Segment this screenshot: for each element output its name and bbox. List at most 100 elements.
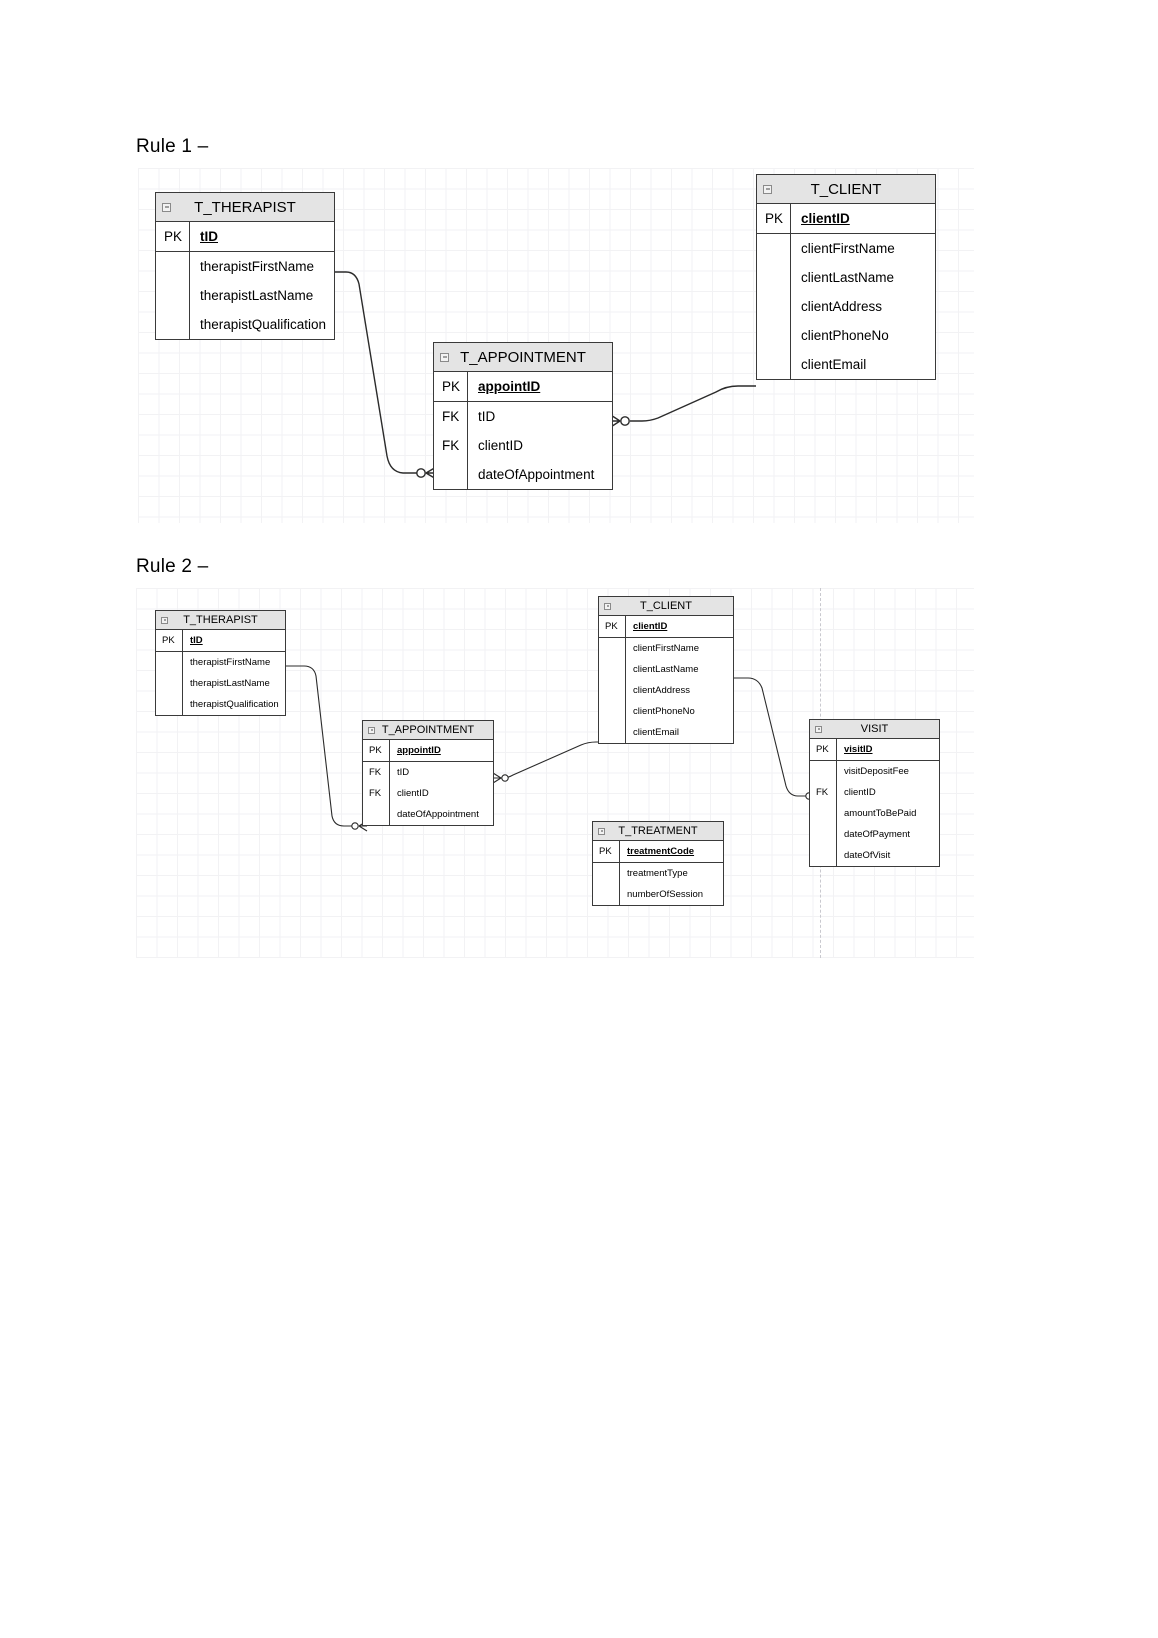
attribute-row[interactable]: therapistQualification [156,694,285,715]
column-divider [389,783,390,804]
column-divider [836,782,837,803]
entity-title-bar[interactable]: T_THERAPIST [156,193,334,222]
minus-box-icon[interactable] [368,726,375,734]
attribute-row[interactable]: clientFirstName [757,234,935,263]
attribute-row[interactable]: therapistFirstName [156,652,285,673]
entity-t-client-rule-1[interactable]: T_CLIENT PK clientID clientFirstName [756,174,936,380]
attribute-name-label: clientAddress [801,299,883,314]
minus-box-icon[interactable] [604,602,611,610]
column-divider [619,884,620,905]
entity-t-appointment-rule-2[interactable]: T_APPOINTMENT PK appointID FK tID FK [362,720,494,826]
column-divider [189,281,190,310]
entity-t-therapist-rule-2[interactable]: T_THERAPIST PK tID therapistFirstName [155,610,286,716]
column-divider [467,372,468,401]
attribute-name-label: treatmentType [627,868,688,879]
attribute-row[interactable]: PK visitID [810,739,939,760]
minus-box-icon[interactable] [161,616,168,624]
entity-t-treatment-rule-2[interactable]: T_TREATMENT PK treatmentCode treatmentTy… [592,821,724,906]
column-divider [389,740,390,761]
attribute-name-label: clientID [633,621,668,632]
entity-title-label: T_CLIENT [640,600,692,612]
attribute-row[interactable]: therapistLastName [156,673,285,694]
column-divider [790,204,791,233]
minus-box-icon[interactable] [162,202,171,212]
attribute-row[interactable]: clientEmail [599,722,733,743]
attribute-row[interactable]: dateOfPayment [810,824,939,845]
attribute-row[interactable]: FK tID [434,402,612,431]
column-divider [189,252,190,281]
attribute-row[interactable]: therapistFirstName [156,252,334,281]
column-divider [189,222,190,251]
attribute-name-label: clientLastName [801,270,895,285]
attribute-row[interactable]: clientEmail [757,350,935,379]
entity-attribute-group: FK tID FK clientID dateOfAppointment [434,401,612,489]
column-divider [189,310,190,339]
attribute-row[interactable]: treatmentType [593,863,723,884]
attribute-name-label: clientID [397,788,429,799]
connector-client-visit [734,677,822,802]
attribute-row[interactable]: clientPhoneNo [757,321,935,350]
column-divider [836,824,837,845]
entity-t-client-rule-2[interactable]: T_CLIENT PK clientID clientFirstName [598,596,734,744]
attribute-row[interactable]: dateOfAppointment [434,460,612,489]
attribute-row[interactable]: clientAddress [599,680,733,701]
attribute-row[interactable]: amountToBePaid [810,803,939,824]
entity-title-bar[interactable]: T_CLIENT [757,175,935,204]
attribute-row[interactable]: PK appointID [434,372,612,401]
attribute-row[interactable]: clientFirstName [599,638,733,659]
column-divider [790,321,791,350]
attribute-row[interactable]: numberOfSession [593,884,723,905]
attribute-row[interactable]: PK appointID [363,740,493,761]
connector-therapist-appointment [286,665,368,832]
attribute-row[interactable]: clientAddress [757,292,935,321]
attribute-row[interactable]: clientLastName [757,263,935,292]
attribute-row[interactable]: visitDepositFee [810,761,939,782]
attribute-row[interactable]: PK tID [156,630,285,651]
attribute-row[interactable]: FK tID [363,762,493,783]
entity-title-bar[interactable]: T_APPOINTMENT [434,343,612,372]
attribute-row[interactable]: dateOfVisit [810,845,939,866]
attribute-key-label: FK [369,788,382,799]
entity-title-bar[interactable]: VISIT [810,720,939,739]
column-divider [389,762,390,783]
attribute-row[interactable]: FK clientID [363,783,493,804]
entity-attribute-group: treatmentType numberOfSession [593,862,723,905]
column-divider [790,350,791,379]
entity-title-bar[interactable]: T_CLIENT [599,597,733,616]
attribute-row[interactable]: FK clientID [434,431,612,460]
attribute-name-label: tID [478,409,496,424]
minus-box-icon[interactable] [815,725,822,733]
attribute-row[interactable]: dateOfAppointment [363,804,493,825]
attribute-row[interactable]: therapistLastName [156,281,334,310]
attribute-key-label: FK [369,767,382,778]
attribute-row[interactable]: PK treatmentCode [593,841,723,862]
attribute-name-label: therapistQualification [200,317,327,332]
column-divider [625,616,626,637]
attribute-row[interactable]: PK tID [156,222,334,251]
minus-box-icon[interactable] [598,827,605,835]
attribute-name-label: treatmentCode [627,846,695,857]
attribute-name-label: clientPhoneNo [801,328,889,343]
minus-box-icon[interactable] [440,352,449,362]
entity-title-bar[interactable]: T_TREATMENT [593,822,723,841]
column-divider [467,460,468,489]
entity-visit-rule-2[interactable]: VISIT PK visitID visitDepositFee FK [809,719,940,867]
entity-t-appointment-rule-1[interactable]: T_APPOINTMENT PK appointID FK tID FK [433,342,613,490]
attribute-name-label: clientID [844,787,876,798]
attribute-name-label: amountToBePaid [844,808,917,819]
entity-title-bar[interactable]: T_APPOINTMENT [363,721,493,740]
attribute-row[interactable]: therapistQualification [156,310,334,339]
attribute-key-label: PK [442,379,461,394]
attribute-row[interactable]: PK clientID [599,616,733,637]
column-divider [619,841,620,862]
entity-t-therapist-rule-1[interactable]: T_THERAPIST PK tID therapistFirstName [155,192,335,340]
attribute-name-label: dateOfAppointment [478,467,595,482]
attribute-row[interactable]: FK clientID [810,782,939,803]
minus-box-icon[interactable] [763,184,772,194]
column-divider [619,863,620,884]
entity-title-bar[interactable]: T_THERAPIST [156,611,285,630]
attribute-row[interactable]: clientPhoneNo [599,701,733,722]
attribute-row[interactable]: clientLastName [599,659,733,680]
attribute-row[interactable]: PK clientID [757,204,935,233]
